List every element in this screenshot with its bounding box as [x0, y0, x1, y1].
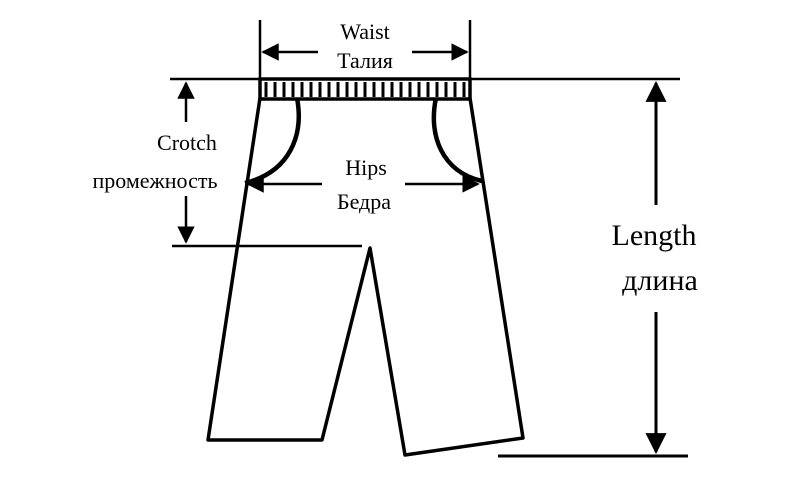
waist-label-en: Waist [340, 19, 390, 44]
crotch-label-ru: промежность [93, 168, 218, 193]
length-label-ru: длина [622, 264, 698, 297]
hips-label-en: Hips [345, 155, 387, 180]
hips-label-ru: Бедра [337, 189, 391, 214]
crotch-measure [172, 81, 362, 248]
length-measure [498, 80, 688, 458]
pants-outline [206, 96, 525, 457]
crotch-label-en: Crotch [157, 130, 217, 155]
waistband-gathers [264, 82, 466, 97]
waist-label-ru: Талия [337, 48, 393, 73]
waist-measure [258, 20, 472, 79]
length-label-en: Length [612, 219, 697, 252]
